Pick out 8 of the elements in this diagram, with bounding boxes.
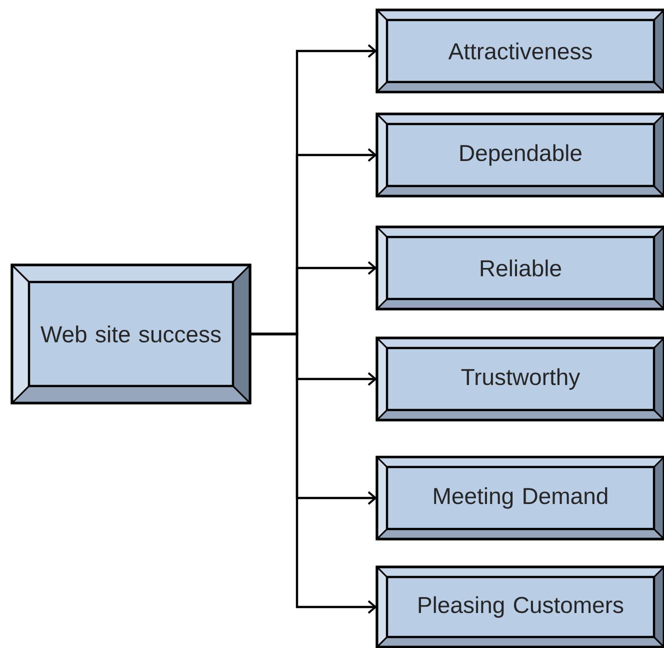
beveled-box: Attractiveness <box>376 8 664 94</box>
arrow <box>250 332 377 614</box>
beveled-box: Web site success <box>10 264 252 404</box>
beveled-box: Reliable <box>376 226 664 310</box>
beveled-box: Trustworthy <box>376 336 664 422</box>
beveled-box: Meeting Demand <box>376 456 664 540</box>
beveled-box: Dependable <box>376 112 664 198</box>
beveled-box: Pleasing Customers <box>376 566 664 648</box>
